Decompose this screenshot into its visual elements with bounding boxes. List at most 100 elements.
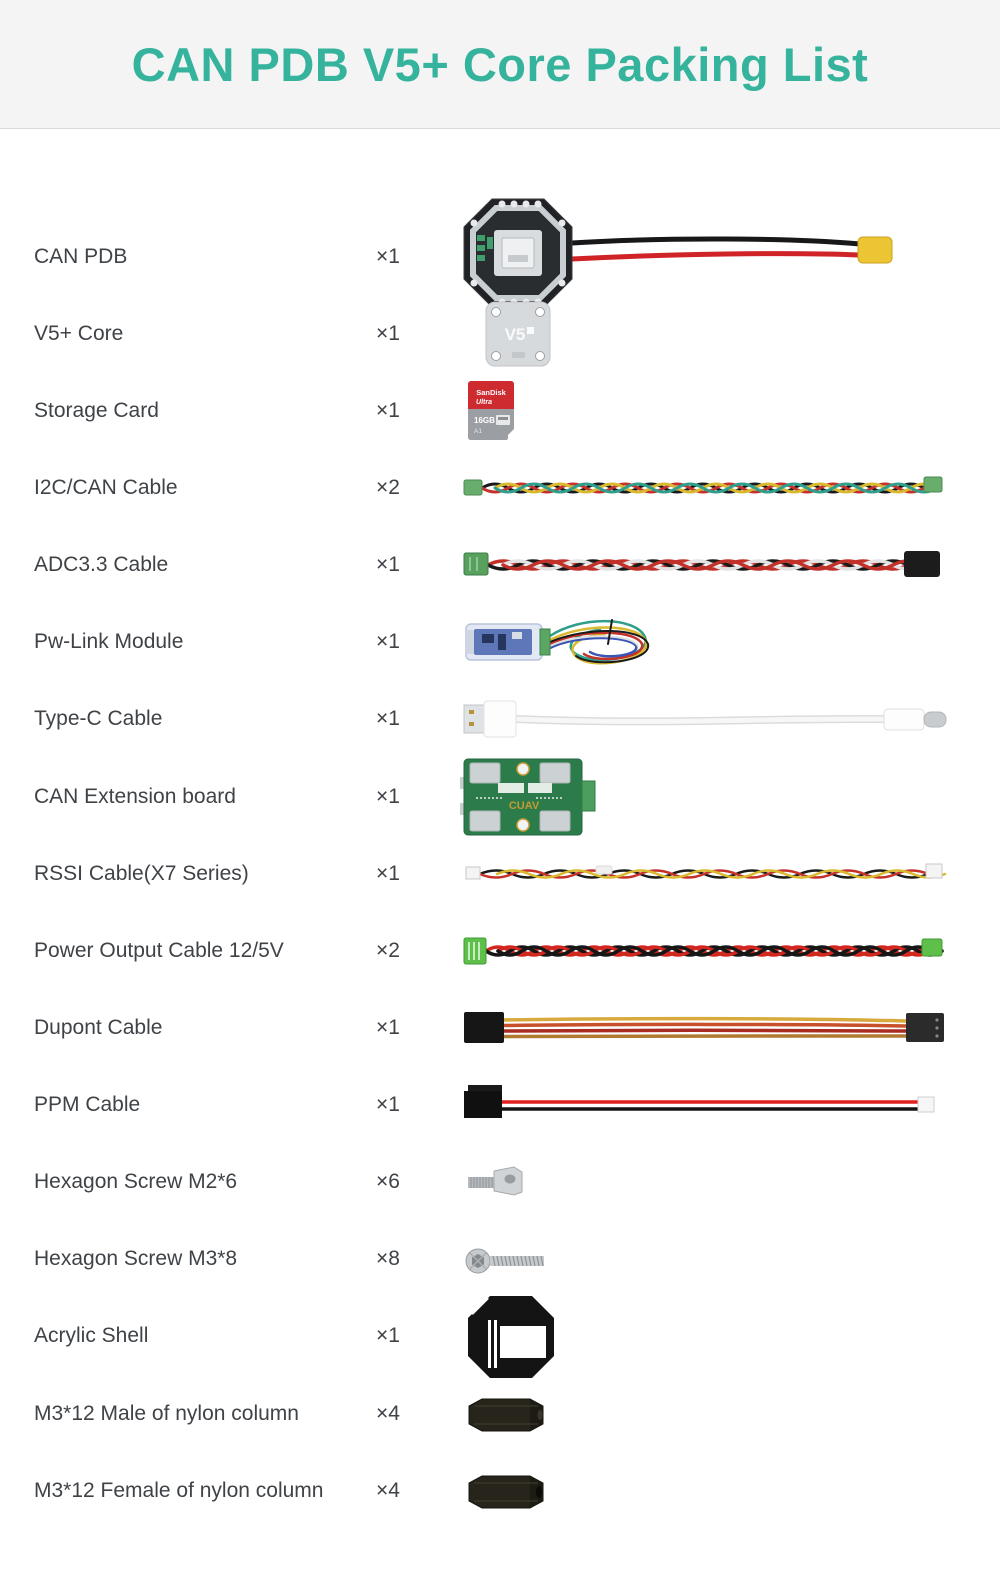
m3-12-female-nylon-column-image: [460, 1431, 950, 1551]
row-acrylic-shell: Acrylic Shell ×1: [0, 1296, 1000, 1378]
black-connector-right: [906, 1013, 944, 1042]
v5-core-image: V5: [460, 274, 950, 394]
item-quantity: ×4: [376, 1479, 400, 1502]
header: CAN PDB V5+ Core Packing List: [0, 0, 1000, 129]
white-connector-right: [917, 1096, 935, 1113]
item-name: Power Output Cable 12/5V: [34, 939, 284, 962]
can-extension-board-image: CUAV: [460, 737, 950, 857]
item-quantity: ×1: [376, 1324, 400, 1347]
item-name: Pw-Link Module: [34, 630, 184, 653]
green-connector: [581, 780, 596, 812]
item-name: V5+ Core: [34, 322, 124, 345]
mount-hole: [516, 762, 530, 776]
row-power-output-cable: Power Output Cable 12/5V ×2: [0, 912, 1000, 990]
pw-link-board: [465, 623, 551, 661]
item-quantity: ×1: [376, 553, 400, 576]
row-dupont-cable: Dupont Cable ×1: [0, 989, 1000, 1067]
shield-pads: [469, 762, 571, 832]
black-connector-left: [464, 1012, 504, 1043]
item-name: Storage Card: [34, 399, 159, 422]
row-rssi-cable: RSSI Cable(X7 Series) ×1: [0, 835, 1000, 913]
ppm-cable-image: [460, 1045, 950, 1165]
adc33-cable-image: [460, 505, 950, 625]
black-connector-right: [904, 551, 940, 577]
row-hexagon-screw-m2-6: Hexagon Screw M2*6 ×6: [0, 1143, 1000, 1221]
green-connector-right: [923, 476, 943, 493]
item-name: M3*12 Male of nylon column: [34, 1402, 299, 1425]
acrylic-shell-image: [460, 1276, 950, 1396]
pw-link-module-image: [460, 582, 950, 702]
item-quantity: ×8: [376, 1247, 400, 1270]
sd-capacity: 16GB: [474, 416, 495, 425]
xt60-connector: [857, 236, 893, 264]
m3-12-male-nylon-column-image: [460, 1354, 950, 1474]
row-can-pdb: CAN PDB ×1: [0, 198, 1000, 308]
heat-shrink: [595, 865, 613, 875]
mount-hole: [516, 818, 530, 832]
sd-speed-class: A1: [474, 428, 482, 435]
item-name: RSSI Cable(X7 Series): [34, 862, 249, 885]
item-name: Acrylic Shell: [34, 1324, 149, 1347]
row-type-c-cable: Type-C Cable ×1: [0, 680, 1000, 758]
rssi-cable-image: [460, 814, 950, 934]
item-quantity: ×2: [376, 939, 400, 962]
item-quantity: ×1: [376, 322, 400, 345]
item-name: CAN PDB: [34, 245, 128, 268]
green-connector-left: [463, 479, 483, 496]
i2c-can-cable-image: [460, 428, 950, 548]
item-quantity: ×1: [376, 1016, 400, 1039]
page-title: CAN PDB V5+ Core Packing List: [131, 37, 869, 91]
item-quantity: ×2: [376, 476, 400, 499]
row-i2c-can-cable: I2C/CAN Cable ×2: [0, 449, 1000, 527]
wire-bundle: [548, 619, 650, 665]
type-c-cable-image: [460, 659, 950, 779]
green-connector-left: [463, 937, 487, 965]
storage-card-image: SanDisk Ultra 16GB A1: [460, 351, 950, 471]
row-adc33-cable: ADC3.3 Cable ×1: [0, 526, 1000, 604]
usb-c-connector: [883, 708, 947, 731]
item-name: PPM Cable: [34, 1093, 141, 1116]
item-quantity: ×1: [376, 785, 400, 808]
board-brand: CUAV: [509, 800, 540, 812]
item-name: Type-C Cable: [34, 707, 163, 730]
item-quantity: ×1: [376, 862, 400, 885]
power-output-cable-image: [460, 891, 950, 1011]
item-name: M3*12 Female of nylon column: [34, 1479, 324, 1502]
item-quantity: ×1: [376, 399, 400, 422]
row-hexagon-screw-m3-8: Hexagon Screw M3*8 ×8: [0, 1220, 1000, 1298]
white-connector-left: [465, 866, 481, 880]
green-connector-right: [921, 938, 943, 957]
white-connector-right: [925, 863, 943, 879]
item-name: I2C/CAN Cable: [34, 476, 178, 499]
row-storage-card: Storage Card ×1 SanDisk Ultra 16GB A1: [0, 372, 1000, 450]
v5-marking: V5: [505, 325, 526, 344]
item-name: Hexagon Screw M2*6: [34, 1170, 238, 1193]
item-quantity: ×1: [376, 707, 400, 730]
usb-a-connector: [463, 700, 517, 738]
sd-brand: SanDisk: [476, 388, 506, 397]
pdb-red-wire: [569, 251, 863, 262]
green-connector: [539, 628, 551, 656]
item-quantity: ×1: [376, 245, 400, 268]
row-v5-core: V5+ Core ×1 V5: [0, 295, 1000, 373]
row-m3-12-female-nylon-column: M3*12 Female of nylon column ×4: [0, 1452, 1000, 1530]
pdb-board: [463, 198, 573, 308]
can-pdb-image: [460, 197, 950, 317]
item-name: Hexagon Screw M3*8: [34, 1247, 238, 1270]
black-connector-left: [464, 1091, 502, 1118]
pdb-black-wire: [569, 236, 863, 247]
hexagon-screw-m2-6-image: [460, 1122, 950, 1242]
sd-series: Ultra: [476, 399, 492, 406]
row-can-extension-board: CAN Extension board ×1 CUAV: [0, 758, 1000, 836]
item-name: CAN Extension board: [34, 785, 236, 808]
row-m3-12-male-nylon-column: M3*12 Male of nylon column ×4: [0, 1375, 1000, 1453]
row-ppm-cable: PPM Cable ×1: [0, 1066, 1000, 1144]
dupont-cable-image: [460, 968, 950, 1088]
item-name: Dupont Cable: [34, 1016, 163, 1039]
item-name: ADC3.3 Cable: [34, 553, 169, 576]
item-quantity: ×1: [376, 630, 400, 653]
item-quantity: ×6: [376, 1170, 400, 1193]
v5-plus-square: [527, 327, 534, 334]
hexagon-screw-m3-8-image: [460, 1199, 950, 1319]
